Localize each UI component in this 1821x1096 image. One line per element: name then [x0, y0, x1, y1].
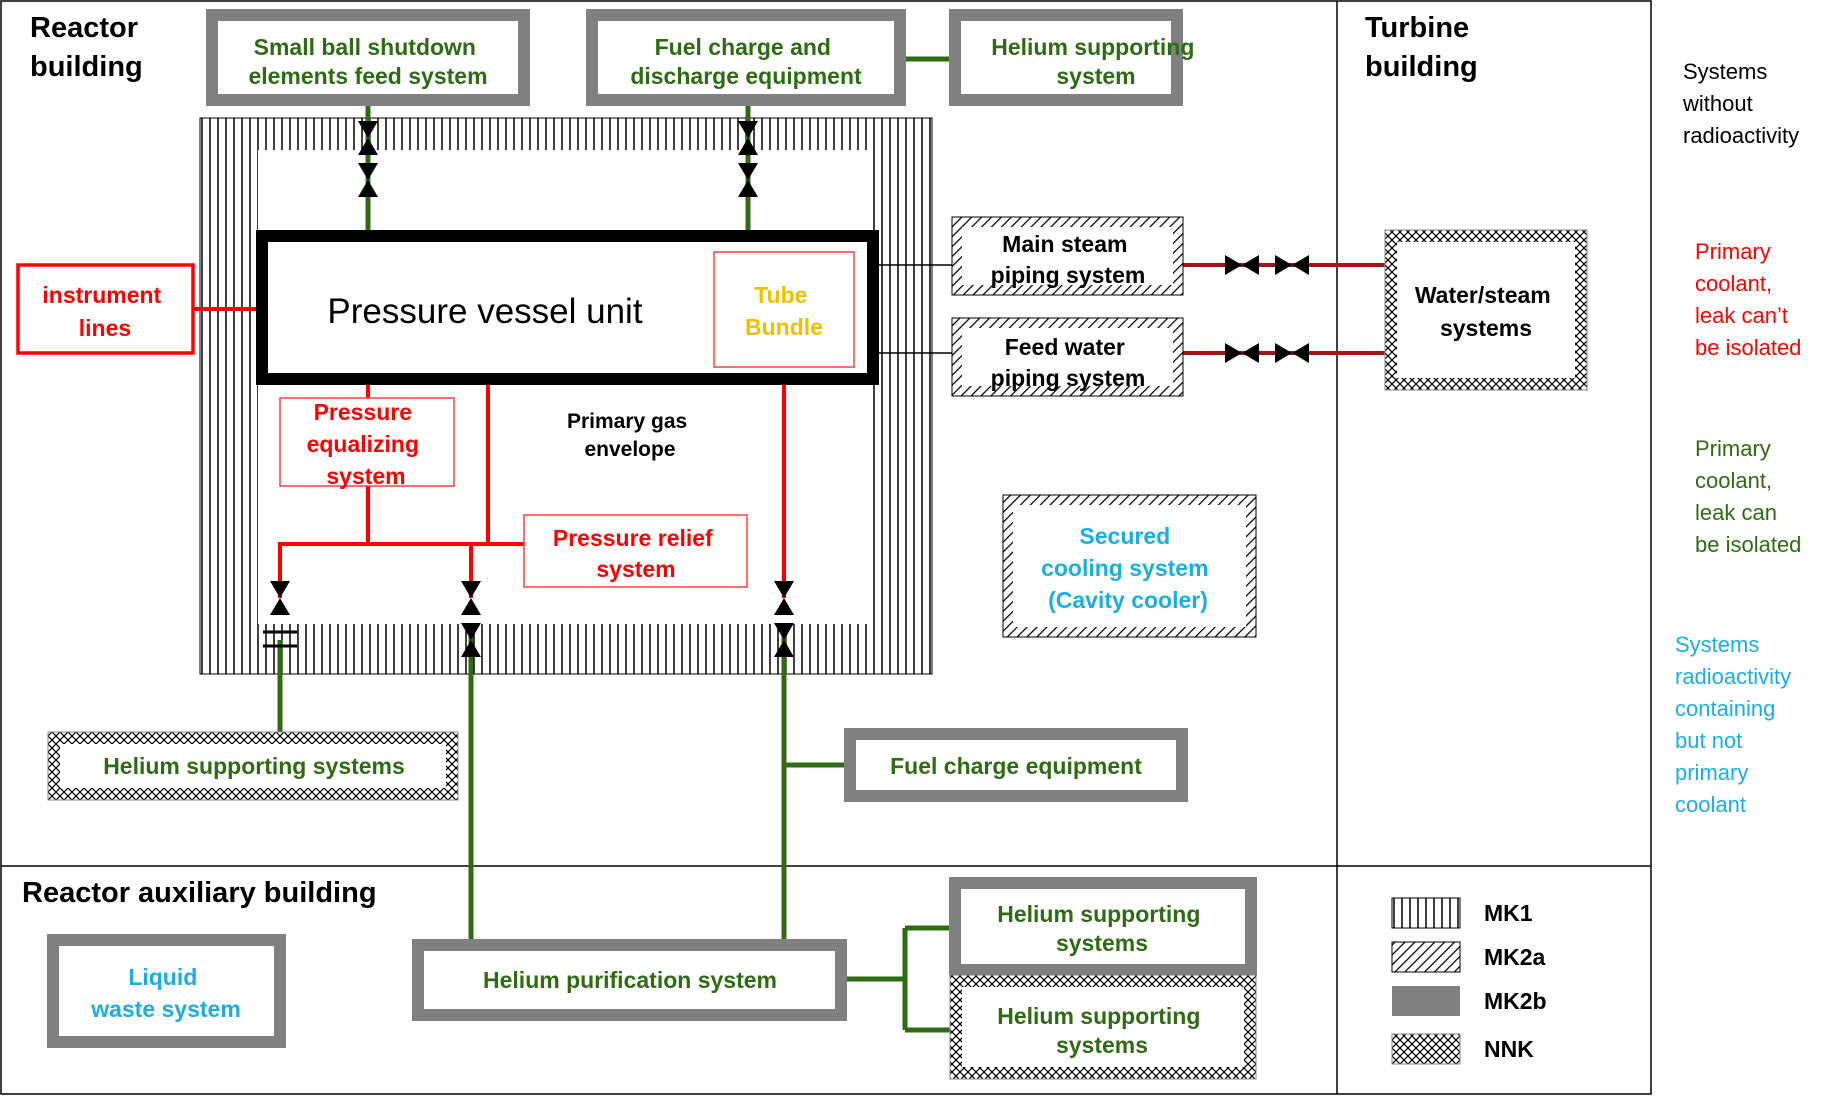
svg-text:Helium purification system: Helium purification system: [483, 967, 777, 993]
turbine-building-title: Turbine building: [1365, 12, 1478, 83]
helium-purification-box: Helium purification system: [412, 939, 847, 1021]
helium-supporting-top-box: Helium supporting system: [949, 9, 1201, 106]
valve-icon: [1225, 255, 1259, 275]
svg-text:Helium supporting system: Helium supporting systems: [997, 901, 1207, 956]
legend-primary-isolated: Primary coolant, leak can be isolated: [1695, 436, 1801, 557]
valve-icon: [1225, 343, 1259, 363]
main-steam-piping-box: Main steam piping system: [951, 216, 1184, 296]
legend-primary-not-isolated: Primary coolant, leak can’t be isolated: [1695, 239, 1801, 360]
legend-no-radioactivity: Systems without radioactivity: [1682, 59, 1799, 148]
svg-text:Pressure equalizing: Pressure equalizing system: [307, 399, 426, 489]
color-legend: Systems without radioactivity Primary co…: [1675, 59, 1801, 817]
building-outlines: [0, 0, 1652, 1095]
svg-text:Liquid waste system: Liquid waste system: [90, 964, 241, 1022]
legend-item-mk2b: MK2b: [1392, 986, 1547, 1016]
svg-text:Helium supporting system: Helium supporting system: [991, 34, 1201, 89]
fuel-charge-discharge-box: Fuel charge and discharge equipment: [586, 9, 906, 106]
secured-cooling-box: Secured cooling system (Cavity cooler): [1002, 494, 1257, 638]
instrument-lines-box: instrument lines: [16, 263, 195, 355]
water-steam-systems-box: Water/steam systems: [1384, 229, 1588, 391]
svg-text:Water/steam systems: Water/steam systems: [1415, 282, 1557, 341]
pressure-relief-box: Pressure relief system: [523, 514, 748, 588]
red-pipes: [193, 307, 786, 598]
reactor-building-title: Reactor building: [30, 12, 146, 83]
primary-gas-envelope-label: Primary gas envelope: [567, 410, 693, 461]
legend-item-mk2a: MK2a: [1391, 941, 1546, 973]
helium-supporting-aux1-box: Helium supporting systems: [949, 877, 1257, 976]
svg-text:MK2a: MK2a: [1484, 944, 1546, 970]
valve-icon-group: [263, 121, 1309, 657]
reactor-auxiliary-building-title: Reactor auxiliary building: [22, 877, 377, 909]
legend-item-nnk: NNK: [1391, 1033, 1534, 1065]
pressure-equalizing-box: Pressure equalizing system: [279, 397, 455, 489]
svg-text:instrument lines: instrument lines: [42, 282, 167, 341]
svg-text:Fuel charge and discharg: Fuel charge and discharge equipment: [630, 34, 862, 89]
svg-text:Pressure relief system: Pressure relief system: [553, 525, 719, 582]
svg-text:Main steam piping system: Main steam piping system: [991, 231, 1146, 288]
fuel-charge-equipment-box: Fuel charge equipment: [844, 728, 1188, 802]
svg-text:Fuel charge equipment: Fuel charge equipment: [890, 753, 1142, 779]
flange-icon: [263, 630, 297, 648]
legend-radioactive-not-primary: Systems radioactivity containing but not…: [1675, 632, 1797, 817]
helium-supporting-left-box: Helium supporting systems: [47, 731, 459, 801]
pattern-legend: MK1 MK2a MK2b NNK: [1391, 897, 1547, 1065]
svg-text:Helium supporting system: Helium supporting systems: [997, 1003, 1207, 1058]
feed-water-piping-box: Feed water piping system: [951, 317, 1184, 397]
svg-text:MK1: MK1: [1484, 900, 1533, 926]
liquid-waste-box: Liquid waste system: [47, 934, 286, 1048]
tube-bundle-box: Tube Bundle: [713, 251, 855, 368]
valve-icon: [1275, 255, 1309, 275]
svg-text:Secured cooling system: Secured cooling system (Cavity cooler): [1041, 523, 1215, 613]
legend-item-mk1: MK1: [1391, 897, 1533, 929]
small-ball-shutdown-box: Small ball shutdown elements feed system: [206, 9, 530, 106]
svg-text:NNK: NNK: [1484, 1036, 1534, 1062]
helium-supporting-aux2-box: Helium supporting systems: [949, 974, 1257, 1080]
svg-text:Helium supporting systems: Helium supporting systems: [103, 753, 405, 779]
svg-text:Tube Bundle: Tube Bundle: [745, 282, 823, 340]
valve-icon: [1275, 343, 1309, 363]
svg-text:Feed water piping system: Feed water piping system: [991, 334, 1146, 391]
pressure-vessel-label: Pressure vessel unit: [327, 292, 642, 331]
svg-text:Small ball shutdown elem: Small ball shutdown elements feed system: [248, 34, 487, 89]
svg-text:MK2b: MK2b: [1484, 988, 1547, 1014]
